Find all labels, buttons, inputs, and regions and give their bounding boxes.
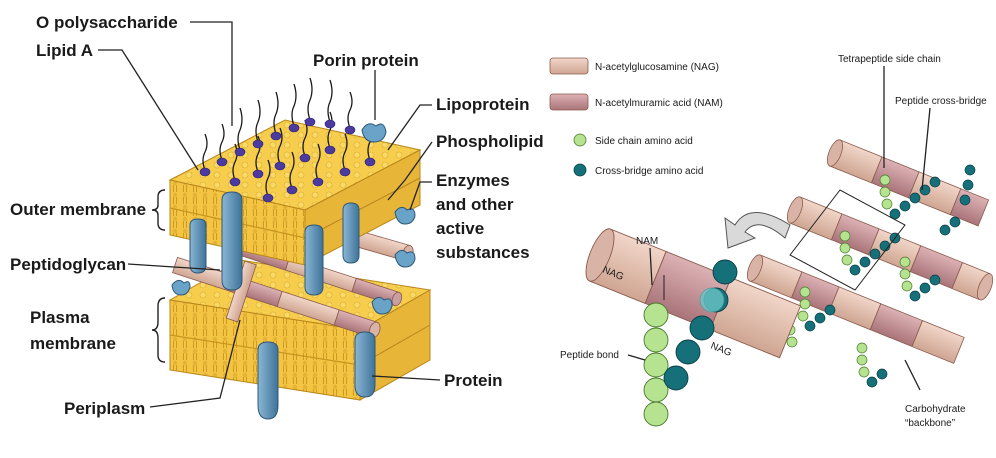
label-protein: Protein bbox=[444, 371, 503, 390]
svg-text:Side chain amino acid: Side chain amino acid bbox=[595, 136, 693, 147]
gram-negative-envelope: O polysaccharide Lipid A Porin protein L… bbox=[10, 13, 544, 419]
label-phospholipid: Phospholipid bbox=[436, 132, 544, 151]
label-enzymes-line4: substances bbox=[436, 243, 530, 262]
label-porin-protein: Porin protein bbox=[313, 51, 419, 70]
magnify-arrow-icon bbox=[725, 213, 790, 249]
legend-item-nam: N-acetylmuramic acid (NAM) bbox=[550, 94, 723, 110]
legend-item-nag: N-acetylglucosamine (NAG) bbox=[550, 58, 719, 74]
label-plasma-line1: Plasma bbox=[30, 308, 90, 327]
label-lipoprotein: Lipoprotein bbox=[436, 95, 529, 114]
svg-text:N-acetylmuramic acid (NAM): N-acetylmuramic acid (NAM) bbox=[595, 98, 723, 109]
svg-text:Cross-bridge amino acid: Cross-bridge amino acid bbox=[595, 166, 703, 177]
label-carbohydrate-line1: Carbohydrate bbox=[905, 404, 966, 415]
legend-item-side-chain: Side chain amino acid bbox=[574, 134, 693, 147]
label-peptide-bond: Peptide bond bbox=[560, 350, 619, 361]
svg-text:N-acetylglucosamine (NAG): N-acetylglucosamine (NAG) bbox=[595, 62, 719, 73]
label-outer-membrane: Outer membrane bbox=[10, 200, 146, 219]
label-nam: NAM bbox=[636, 236, 658, 247]
magnified-detail bbox=[580, 225, 800, 426]
label-tetrapeptide: Tetrapeptide side chain bbox=[838, 54, 941, 65]
label-nag-2: NAG bbox=[709, 341, 733, 359]
label-enzymes-line3: active bbox=[436, 219, 484, 238]
label-enzymes-line2: and other bbox=[436, 195, 514, 214]
legend: N-acetylglucosamine (NAG) N-acetylmurami… bbox=[550, 58, 723, 177]
label-carbohydrate-line2: “backbone” bbox=[905, 418, 955, 429]
label-plasma-line2: membrane bbox=[30, 334, 116, 353]
legend-item-cross-bridge: Cross-bridge amino acid bbox=[574, 164, 703, 177]
peptidoglycan-structure: N-acetylglucosamine (NAG) N-acetylmurami… bbox=[550, 54, 996, 429]
label-periplasm: Periplasm bbox=[64, 399, 145, 418]
label-cross-bridge: Peptide cross-bridge bbox=[895, 96, 987, 107]
label-enzymes-line1: Enzymes bbox=[436, 171, 510, 190]
label-o-polysaccharide: O polysaccharide bbox=[36, 13, 178, 32]
label-peptidoglycan: Peptidoglycan bbox=[10, 255, 126, 274]
label-lipid-a: Lipid A bbox=[36, 41, 93, 60]
